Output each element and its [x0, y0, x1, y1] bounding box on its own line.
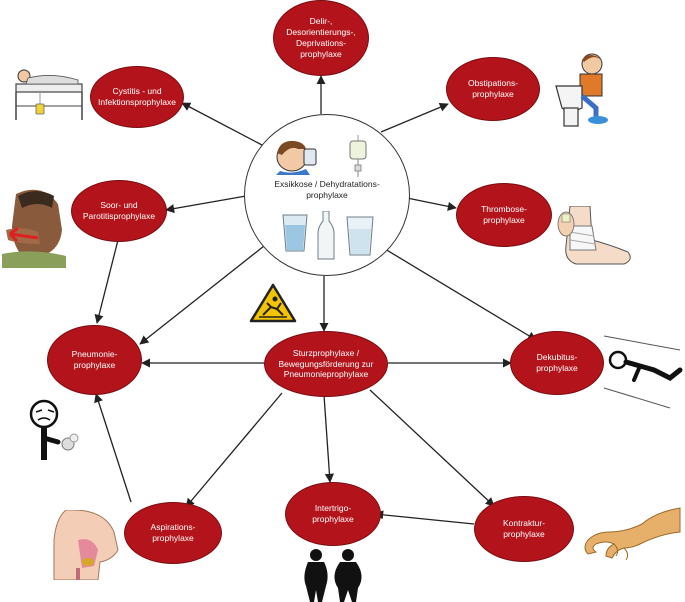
arrow-kontraktur-intertrigo — [374, 510, 475, 525]
node-obstipation-prophylaxe: Obstipations- prophylaxe — [446, 57, 540, 121]
node-label-aspiration: Aspirations- prophylaxe — [150, 522, 196, 543]
arrow-sturz-aspiration — [185, 392, 283, 508]
warning-fall-sign-icon — [249, 283, 297, 323]
arrow-center-soor — [165, 195, 247, 214]
contracted-hand-icon — [584, 507, 681, 561]
water-glass-icon — [282, 214, 308, 252]
node-label-thrombose: Thrombose- prophylaxe — [481, 204, 527, 225]
arrow-soor-pneumonie — [94, 239, 119, 324]
patient-bed-icon — [15, 69, 83, 120]
node-label-soor: Soor- und Parotitisprophylaxe — [82, 200, 156, 221]
arrow-center-thrombose — [406, 197, 457, 211]
node-label-delir: Delir-, Desorientierungs-, Deprivations-… — [286, 16, 356, 59]
water-bottle-icon — [317, 211, 335, 260]
throat-anatomy-icon — [48, 510, 120, 580]
node-label-sturz: Sturzprophylaxe / Bewegungsförderung zur… — [278, 347, 374, 380]
arrow-sturz-intertrigo — [323, 394, 334, 483]
arrow-center-pneumonie — [139, 245, 265, 345]
node-soor-prophylaxe: Soor- und Parotitisprophylaxe — [71, 180, 167, 242]
bandaged-foot-icon — [557, 206, 631, 265]
node-label-cystitis: Cystitis - und Infektionsprophylaxe — [98, 86, 176, 107]
center-circle: Exsikkose / Dehydratations- prophylaxe — [244, 114, 410, 276]
child-on-toilet-icon — [555, 53, 608, 127]
water-glass-icon — [346, 216, 374, 256]
node-label-obstipation: Obstipations- prophylaxe — [467, 78, 519, 99]
node-label-intertrigo: Intertrigo- prophylaxe — [312, 503, 354, 524]
node-delir-prophylaxe: Delir-, Desorientierungs-, Deprivations-… — [273, 0, 369, 76]
infusion-bag-icon — [349, 135, 367, 177]
drinks-group — [282, 211, 374, 260]
lying-person-icon — [603, 335, 683, 409]
arrow-center-obstipation — [380, 102, 449, 133]
arrow-sturz-kontraktur — [369, 389, 495, 507]
node-kontraktur-prophylaxe: Kontraktur- prophylaxe — [474, 496, 574, 562]
center-label: Exsikkose / Dehydratations- prophylaxe — [274, 179, 380, 200]
node-thrombose-prophylaxe: Thrombose- prophylaxe — [456, 183, 552, 247]
arrow-aspiration-pneumonie — [94, 393, 132, 503]
coughing-person-icon — [29, 399, 79, 460]
node-label-pneumonie: Pneumonie- prophylaxe — [71, 349, 118, 370]
node-sturz-prophylaxe: Sturzprophylaxe / Bewegungsförderung zur… — [264, 331, 388, 397]
drinking-person-icon — [276, 140, 317, 175]
arrow-center-dekubitus — [379, 245, 537, 341]
arrow-center-cystitis — [181, 102, 263, 146]
body-silhouettes-icon — [304, 549, 362, 602]
node-pneumonie-prophylaxe: Pneumonie- prophylaxe — [47, 325, 142, 395]
node-cystitis-prophylaxe: Cystitis - und Infektionsprophylaxe — [90, 66, 184, 128]
node-label-dekubitus: Dekubitus- prophylaxe — [536, 352, 578, 373]
node-dekubitus-prophylaxe: Dekubitus- prophylaxe — [510, 331, 604, 395]
node-intertrigo-prophylaxe: Intertrigo- prophylaxe — [285, 482, 381, 546]
node-label-kontraktur: Kontraktur- prophylaxe — [502, 518, 546, 539]
patient-face-icon — [2, 186, 66, 268]
node-aspiration-prophylaxe: Aspirations- prophylaxe — [124, 502, 222, 564]
